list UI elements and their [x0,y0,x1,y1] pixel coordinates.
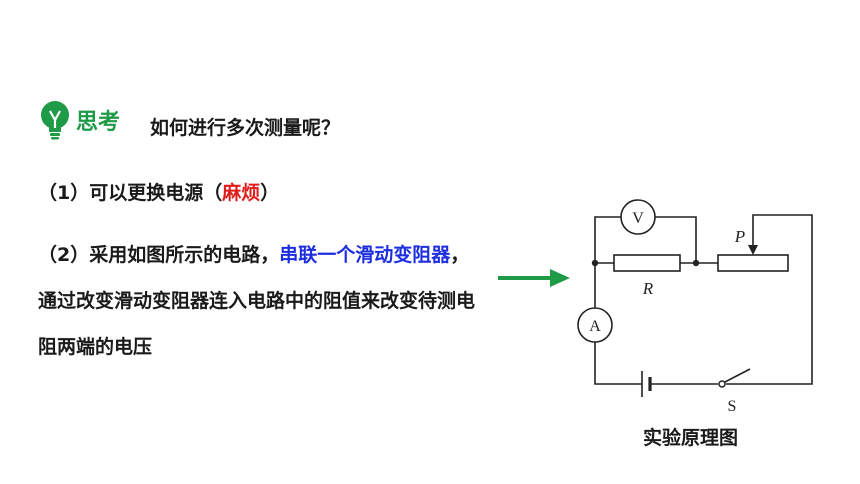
point-1-highlight: 麻烦 [222,182,261,204]
point-2-highlight: 串联一个滑动变阻器 [279,244,451,266]
arrow-right-icon [498,269,570,287]
voltmeter [620,199,656,235]
point-1-suffix: ） [260,182,280,204]
switch-label: S [728,398,737,415]
circuit-diagram: V A R P S [577,199,813,415]
question-text: 如何进行多次测量呢？ [150,117,341,139]
think-heading: 思考 [38,100,120,140]
resistor-r [613,254,681,272]
resistor-label: R [642,279,654,298]
ammeter-label: A [589,318,601,335]
rheostat [717,254,789,272]
slider-label: P [734,227,745,246]
point-1-prefix: （1）可以更换电源（ [38,182,223,204]
point-1: （1）可以更换电源（麻烦） [38,178,279,205]
ammeter [577,307,613,343]
think-label: 思考 [76,110,121,135]
point-2: （2）采用如图所示的电路，串联一个滑动变阻器，通过改变滑动变阻器连入电路中的阻值… [38,232,488,370]
voltmeter-label: V [632,210,644,227]
diagram-caption: 实验原理图 [643,427,739,449]
point-2-prefix: （2）采用如图所示的电路， [38,244,280,266]
point-2-suffix: ，通过改变滑动变阻器连入电路中的阻值来改变待测电阻两端的电压 [38,244,476,358]
lightbulb-icon [41,101,69,140]
